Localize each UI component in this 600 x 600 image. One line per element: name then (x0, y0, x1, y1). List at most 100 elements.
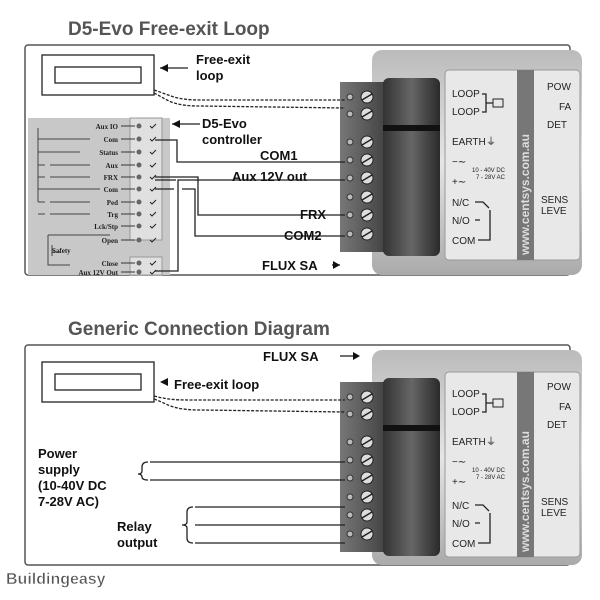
power-led-label: POW (547, 382, 571, 393)
controller-terminal (136, 162, 142, 168)
free-exit-loop-2: Free-exit loop (41, 361, 346, 413)
terminal-hole (346, 110, 354, 118)
screw-slot (361, 93, 373, 101)
controller-traces (37, 128, 110, 266)
controller-terminal-label: Open (102, 237, 118, 245)
power-supply-label: (10-40V DC (38, 478, 107, 493)
controller-terminal (136, 223, 142, 229)
detect-led-label: DET (547, 120, 567, 131)
free-exit-loop-label: Free-exit loop (174, 377, 259, 392)
supply-ac: 7 - 28V AC (476, 475, 506, 481)
controller-terminal-label: Close (102, 260, 118, 268)
controller-terminal (136, 211, 142, 217)
minus-ac-icon: −∼ (452, 457, 466, 468)
screw-slot (361, 511, 373, 519)
controller-screw (149, 211, 157, 217)
power-supply-wiring: Power supply (10-40V DC 7-28V AC) (38, 446, 345, 509)
controller-label: controller (202, 132, 262, 147)
plus-ac-icon: +∼ (452, 177, 466, 188)
screw-slot (361, 493, 373, 501)
com-label: COM (452, 539, 475, 550)
sensitivity-label: SENS (541, 195, 569, 206)
loop-label: LOOP (452, 89, 480, 100)
com2-label: COM2 (284, 228, 322, 243)
watermark: Buildingeasy (6, 571, 106, 588)
terminal-hole (346, 530, 354, 538)
plus-ac-icon: +∼ (452, 477, 466, 488)
controller-screw (149, 186, 157, 192)
level-label: LEVE (541, 508, 567, 519)
controller-screw (149, 123, 157, 129)
controller-screw (149, 162, 157, 168)
no-label: N/O (452, 519, 470, 530)
controller-screw (149, 269, 157, 275)
controller-terminal (136, 269, 142, 275)
power-supply-label: Power (38, 446, 77, 461)
controller-terminal-label: FRX (104, 174, 118, 182)
controller-terminal (136, 174, 142, 180)
controller-screw (149, 149, 157, 155)
screw-slot (361, 393, 373, 401)
supply-dc: 10 - 40V DC (472, 468, 506, 474)
controller-screw (149, 223, 157, 229)
controller-screw (149, 174, 157, 180)
panel1-title: D5-Evo Free-exit Loop (68, 19, 270, 40)
loop-label: LOOP (452, 407, 480, 418)
detect-led-label: DET (547, 420, 567, 431)
power-supply-label: 7-28V AC) (38, 494, 99, 509)
nc-label: N/C (452, 501, 469, 512)
controller-terminal (136, 199, 142, 205)
controller-terminal-label: Com (104, 186, 119, 194)
loop-label: LOOP (452, 107, 480, 118)
controller-screw (149, 199, 157, 205)
screw-slot (361, 230, 373, 238)
controller-terminal-label: Trg (107, 211, 118, 219)
minus-ac-icon: −∼ (452, 157, 466, 168)
relay-output-label: output (117, 535, 158, 550)
flux-sa-label: FLUX SA (262, 258, 318, 273)
fault-led-label: FA (559, 102, 572, 113)
controller-terminal (136, 237, 142, 243)
controller-terminal (136, 136, 142, 142)
controller-terminal (136, 260, 142, 266)
website-text: www.centsys.com.au (518, 431, 532, 553)
panel2-title: Generic Connection Diagram (68, 319, 330, 340)
earth-icon: ⏚ (486, 136, 496, 148)
free-exit-loop-label: Free-exit (196, 52, 251, 67)
power-led-label: POW (547, 82, 571, 93)
screw-slot (361, 211, 373, 219)
terminal-hole (346, 474, 354, 482)
frx-label: FRX (300, 207, 326, 222)
aux-12v-label: Aux 12V out (232, 169, 308, 184)
earth-label: EARTH (452, 437, 486, 448)
com1-label: COM1 (260, 148, 298, 163)
terminal-hole (346, 393, 354, 401)
screw-slot (361, 410, 373, 418)
sensitivity-label: SENS (541, 497, 569, 508)
nc-label: N/C (452, 198, 469, 209)
relay-output-wiring: Relay output (117, 506, 345, 550)
supply-dc: 10 - 40V DC (472, 168, 506, 174)
screw-slot (361, 438, 373, 446)
device-panel2: www.centsys.com.au LOOP LOOP EARTH ⏚ −∼ … (340, 350, 582, 565)
d5-evo-controller: Aux IOComStatusAuxFRXComPedTrgLck/StpOpe… (28, 116, 262, 277)
terminal-hole (346, 230, 354, 238)
controller-terminal-label: Ped (107, 199, 118, 207)
device-panel1: www.centsys.com.au LOOP LOOP EARTH ⏚ −∼ … (340, 50, 582, 275)
screw-slot (361, 456, 373, 464)
terminal-hole (346, 456, 354, 464)
controller-screw (149, 260, 157, 266)
controller-terminal-label: Lck/Stp (94, 223, 118, 231)
fault-led-label: FA (559, 402, 572, 413)
controller-terminal-label: Aux 12V Out (78, 269, 118, 277)
screw-slot (361, 193, 373, 201)
screw-slot (361, 530, 373, 538)
loop-label: LOOP (452, 389, 480, 400)
controller-screw (149, 136, 157, 142)
controller-terminal (136, 186, 142, 192)
terminal-hole (346, 174, 354, 182)
controller-terminal-label: Safety (52, 247, 71, 255)
terminal-hole (346, 93, 354, 101)
terminal-hole (346, 511, 354, 519)
earth-label: EARTH (452, 137, 486, 148)
